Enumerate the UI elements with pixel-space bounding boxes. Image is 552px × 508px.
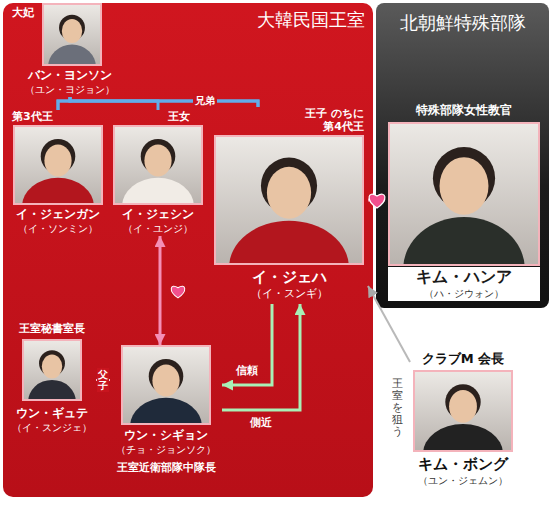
connector [159,236,162,345]
region-panel: 大韓民国王室 大妃バン・ヨンソン（ユン・ヨジョン） 第3代王イ・ジェンガン（イ・ソン… [3,3,373,497]
silhouette-face [42,354,62,378]
relation-label: 兄弟 [193,94,217,108]
relation-label: 王室を狙う [391,377,404,439]
actor-name: （イ・ソンミン） [12,222,104,235]
silhouette-body [423,424,503,452]
connector [222,304,272,385]
person-card: クラブM 会長キム・ボング（ユン・ジェムン） [410,350,516,490]
relation-label: 側近 [248,415,274,430]
photo-frame [122,346,210,424]
person-card: 王女イ・ジェシン（イ・ユンジ） [112,110,204,236]
silhouette-face [440,157,489,215]
person-name: イ・ジェンガン [12,207,104,222]
connector [58,101,258,110]
person-name: イ・ジェハ [210,268,368,286]
person-name: キム・ボング [410,455,516,473]
person-card: 王子 のちに 第4代王イ・ジェハ（イ・スンギ） [210,107,368,304]
portrait-photo [13,125,103,205]
role-label: 王女 [168,110,202,124]
photo-frame [43,4,101,65]
role-label: 王室秘書室長 [8,322,96,336]
silhouette-body [229,221,349,265]
person-name: キム・ハンア [388,267,540,287]
photo-frame [389,123,539,265]
heart-symbol [369,194,385,208]
role-label: 第3代王 [12,110,56,124]
silhouette-face [44,145,71,177]
connector [368,199,385,202]
silhouette-body [22,178,94,205]
silhouette-body [48,45,96,66]
person-name: バン・ヨンソン [10,68,130,83]
photo-frame [23,340,81,400]
photo-frame [215,136,363,264]
connector [96,379,110,381]
person-name: イ・ジェシン [112,207,204,222]
relation-label: 父子 [97,368,109,392]
person-name: ウン・ギュテ [8,406,96,421]
portrait-photo [42,3,102,66]
portrait-photo [22,339,82,401]
photo-frame [14,126,102,204]
person-card: 第3代王イ・ジェンガン（イ・ソンミン） [12,110,104,236]
role-label: 王子 のちに 第4代王 [280,107,364,133]
person-card: ウン・シギョン（チョ・ジョンソク） 王室近衛部隊中隊長 [110,345,222,477]
actor-name: （イ・スンジェ） [8,421,96,434]
role-label: 特殊部隊女性教官 [385,102,543,118]
silhouette-body [403,217,525,266]
photo-frame [114,126,202,204]
actor-name: （イ・スンギ） [210,287,368,301]
person-card: 特殊部隊女性教官キム・ハンア（ハ・ジウォン） [385,100,543,302]
actor-name: （ユン・ジェムン） [410,474,516,487]
portrait-photo [113,125,203,205]
silhouette-face [62,19,82,43]
silhouette-body [122,178,194,205]
relation-label: 信頼 [234,363,260,378]
silhouette-face [449,390,477,423]
photo-frame [414,371,512,451]
silhouette-face [267,167,311,219]
role-label: 大妃 [12,6,40,20]
actor-name: （イ・ユンジ） [112,222,204,235]
connector [70,97,158,110]
region-title: 大韓民国王室 [199,8,365,32]
actor-name: （チョ・ジョンソク） [110,443,222,456]
role-label: クラブM 会長 [410,350,516,367]
portrait-photo [121,345,211,425]
heart-symbol [171,286,184,298]
person-card: 大妃バン・ヨンソン（ユン・ヨジョン） [10,3,130,97]
person-name: ウン・シギョン [110,428,222,443]
person-card: 王室秘書室長ウン・ギュテ（イ・スンジェ） [8,322,96,440]
region-panel: 北朝鮮特殊部隊特殊部隊女性教官キム・ハンア（ハ・ジウォン） [376,3,549,308]
region-title: 北朝鮮特殊部隊 [376,11,549,35]
portrait-photo [388,122,540,266]
connector [70,97,258,107]
connector [368,286,410,362]
portrait-photo [214,135,364,265]
silhouette-face [144,145,171,177]
actor-name: （ハ・ジウォン） [388,287,540,301]
role-label: 王室近衛部隊中隊長 [110,461,222,475]
silhouette-body [28,380,76,401]
portrait-photo [413,370,513,452]
connector [222,304,300,410]
actor-name: （ユン・ヨジョン） [10,83,130,96]
connector [58,97,70,110]
silhouette-body [130,398,202,425]
silhouette-face [152,365,179,397]
